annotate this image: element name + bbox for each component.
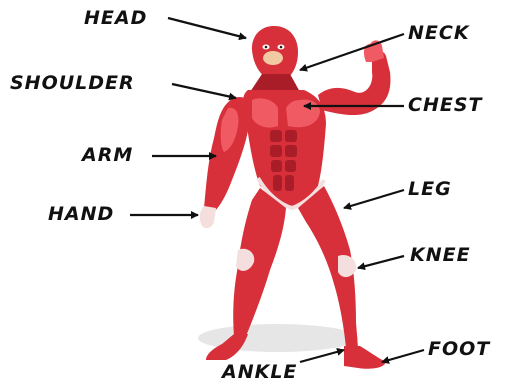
- arrow-knee: [358, 256, 404, 268]
- arrow-ankle: [300, 350, 344, 362]
- label-foot: FOOT: [428, 340, 490, 359]
- hanging-hand: [200, 206, 216, 228]
- label-knee: KNEE: [410, 246, 471, 265]
- label-shoulder: SHOULDER: [10, 74, 135, 93]
- label-ankle: ANKLE: [222, 363, 297, 382]
- label-arm: ARM: [82, 146, 133, 165]
- label-hand: HAND: [48, 205, 114, 224]
- label-leg: LEG: [408, 180, 452, 199]
- label-chest: CHEST: [408, 96, 482, 115]
- muscle-figure: [200, 26, 391, 369]
- arrow-leg: [344, 190, 404, 208]
- label-head: HEAD: [84, 9, 147, 28]
- face-skin: [263, 51, 283, 65]
- arrow-shoulder: [172, 84, 236, 98]
- arrow-neck: [300, 34, 404, 70]
- neck: [250, 74, 300, 92]
- arrow-foot: [382, 350, 424, 362]
- arrow-head: [168, 18, 246, 38]
- foot-right: [344, 346, 386, 369]
- label-neck: NECK: [408, 24, 470, 43]
